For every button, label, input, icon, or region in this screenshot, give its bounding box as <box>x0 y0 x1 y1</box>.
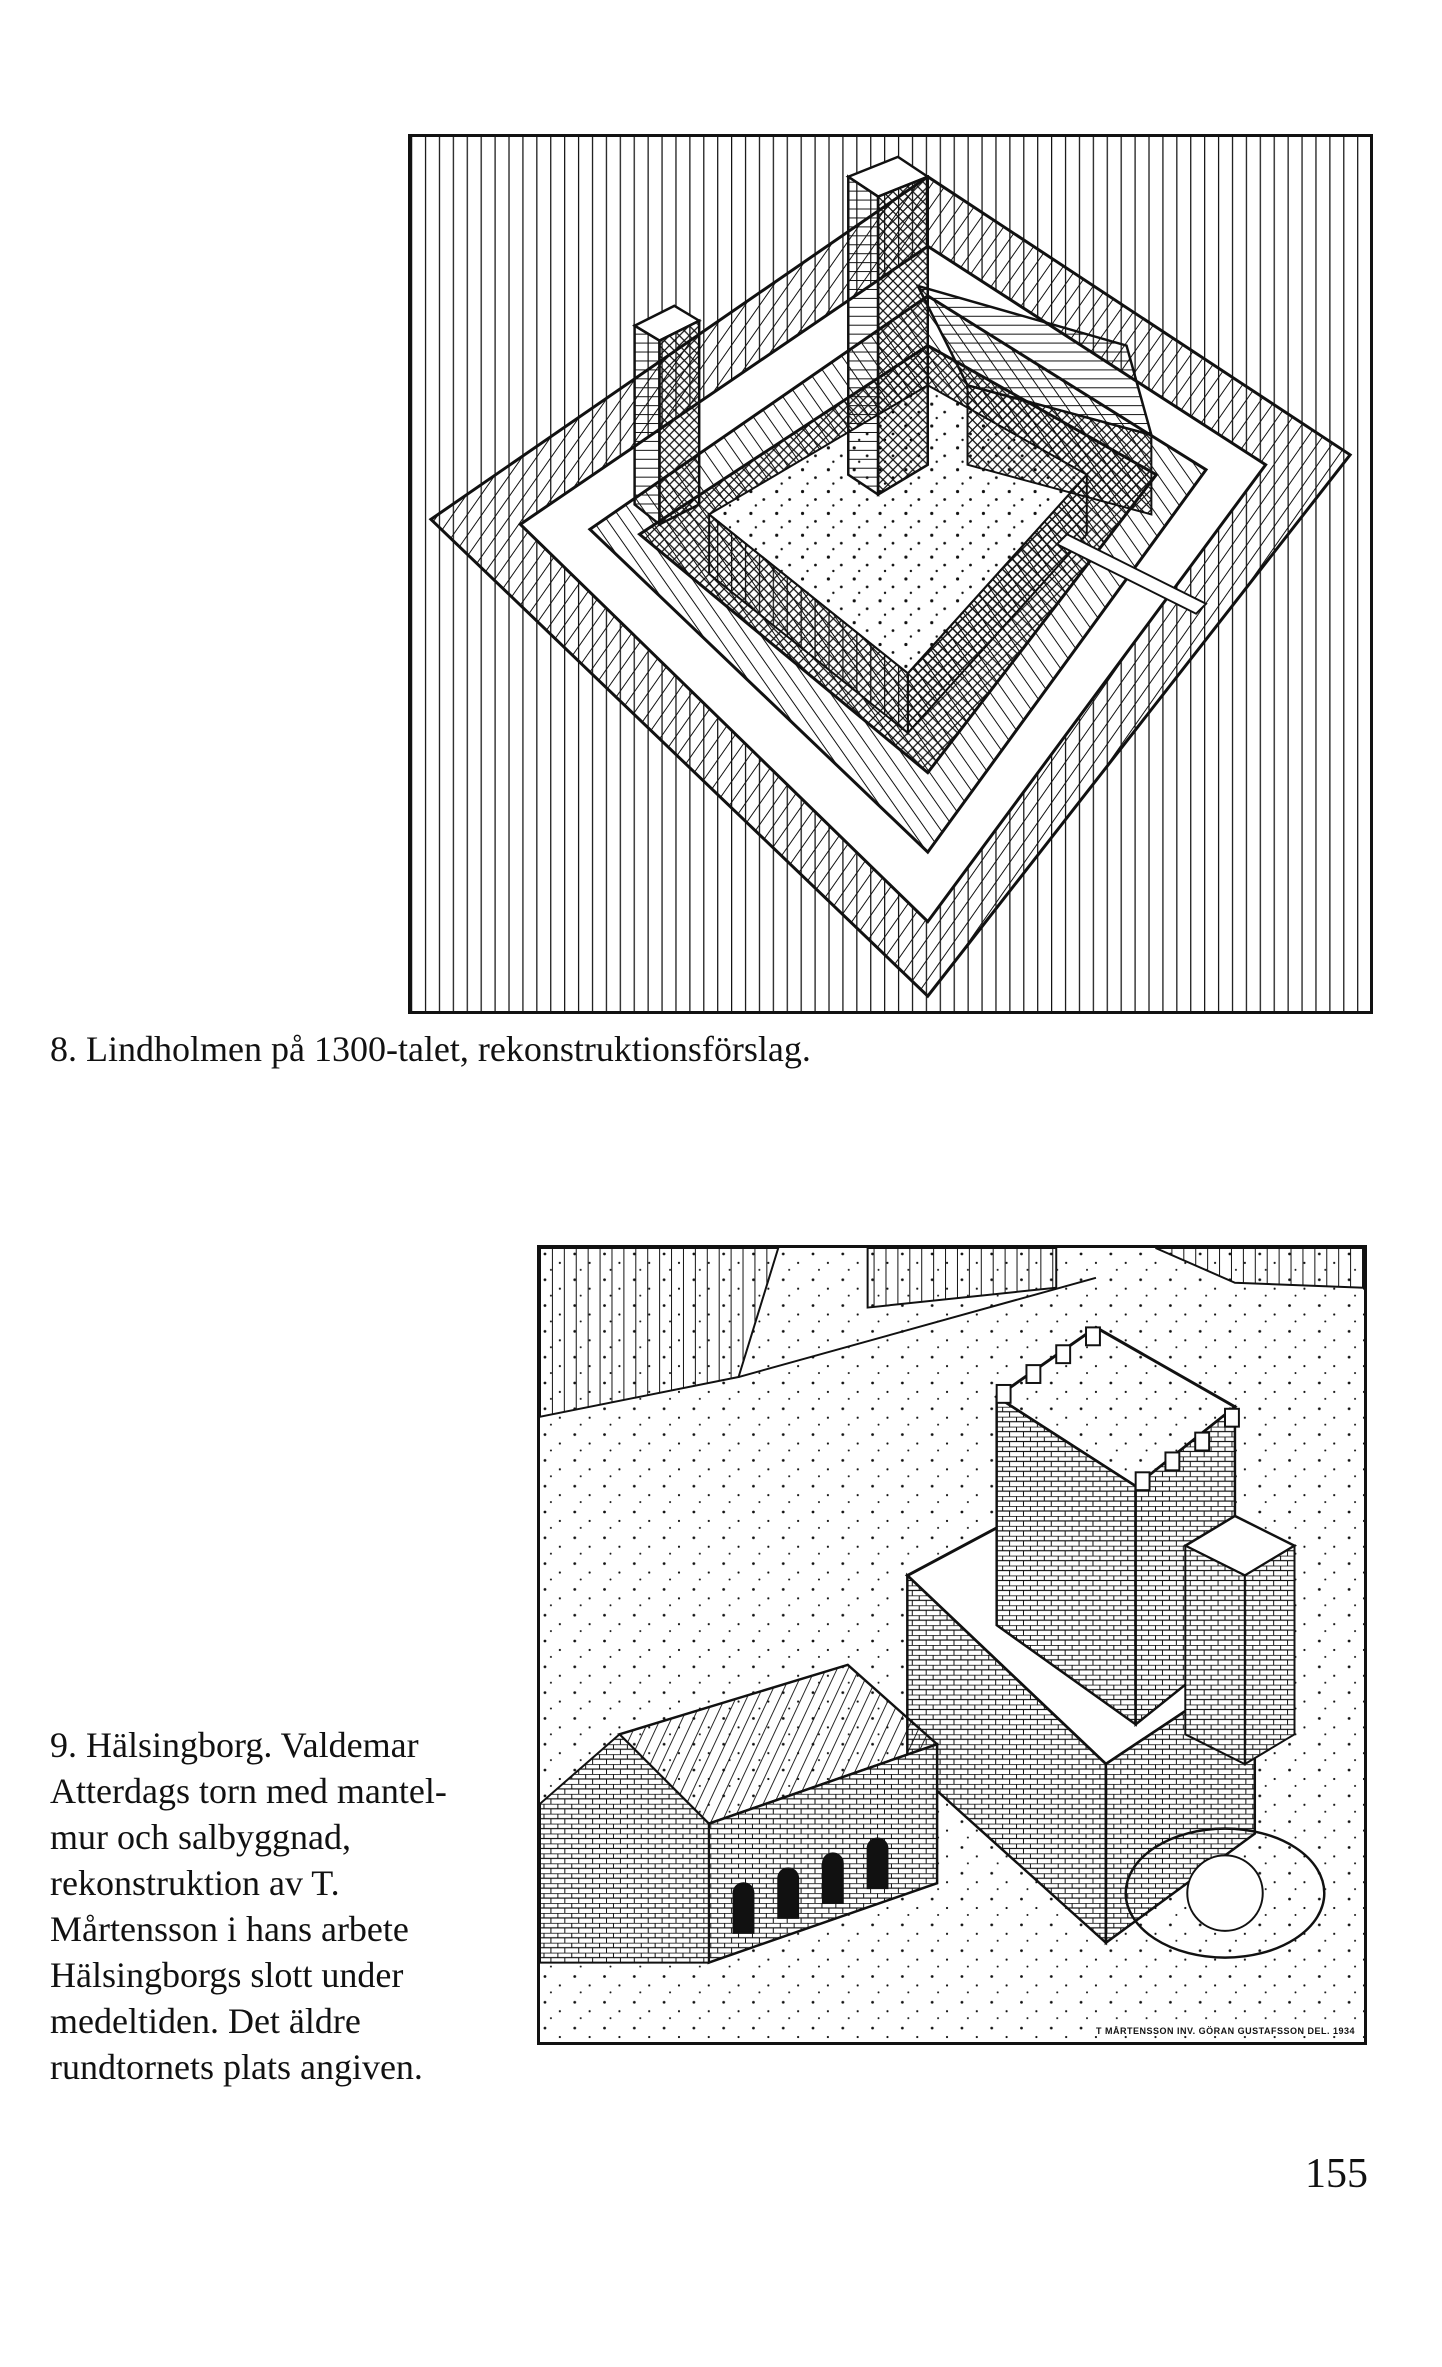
caption-line: Mårtensson i hans arbete <box>50 1909 409 1949</box>
figure-8-caption: 8. Lindholmen på 1300-talet, rekonstrukt… <box>50 1029 811 1069</box>
figure-9-illustration: T MÅRTENSSON INV. GÖRAN GUSTAFSSON DEL. … <box>537 1245 1367 2045</box>
caption-line: Atterdags torn med mantel- <box>50 1771 447 1811</box>
caption-line: mur och salbyggnad, <box>50 1817 351 1857</box>
caption-line: rundtornets plats angiven. <box>50 2047 423 2087</box>
caption-line: rekonstruktion av T. <box>50 1863 340 1903</box>
caption-line: 9. Hälsingborg. Valdemar <box>50 1725 419 1765</box>
figure-9-caption: 9. Hälsingborg. Valdemar Atterdags torn … <box>50 1722 490 2090</box>
caption-line: Hälsingborgs slott under <box>50 1955 404 1995</box>
halsingborg-drawing <box>540 1248 1364 2042</box>
lindholmen-drawing <box>411 137 1370 1011</box>
figure-8-illustration <box>408 134 1373 1014</box>
caption-line: medeltiden. Det äldre <box>50 2001 361 2041</box>
page-number: 155 <box>1305 2151 1368 2197</box>
figure-9-credit: T MÅRTENSSON INV. GÖRAN GUSTAFSSON DEL. … <box>1092 2026 1358 2036</box>
